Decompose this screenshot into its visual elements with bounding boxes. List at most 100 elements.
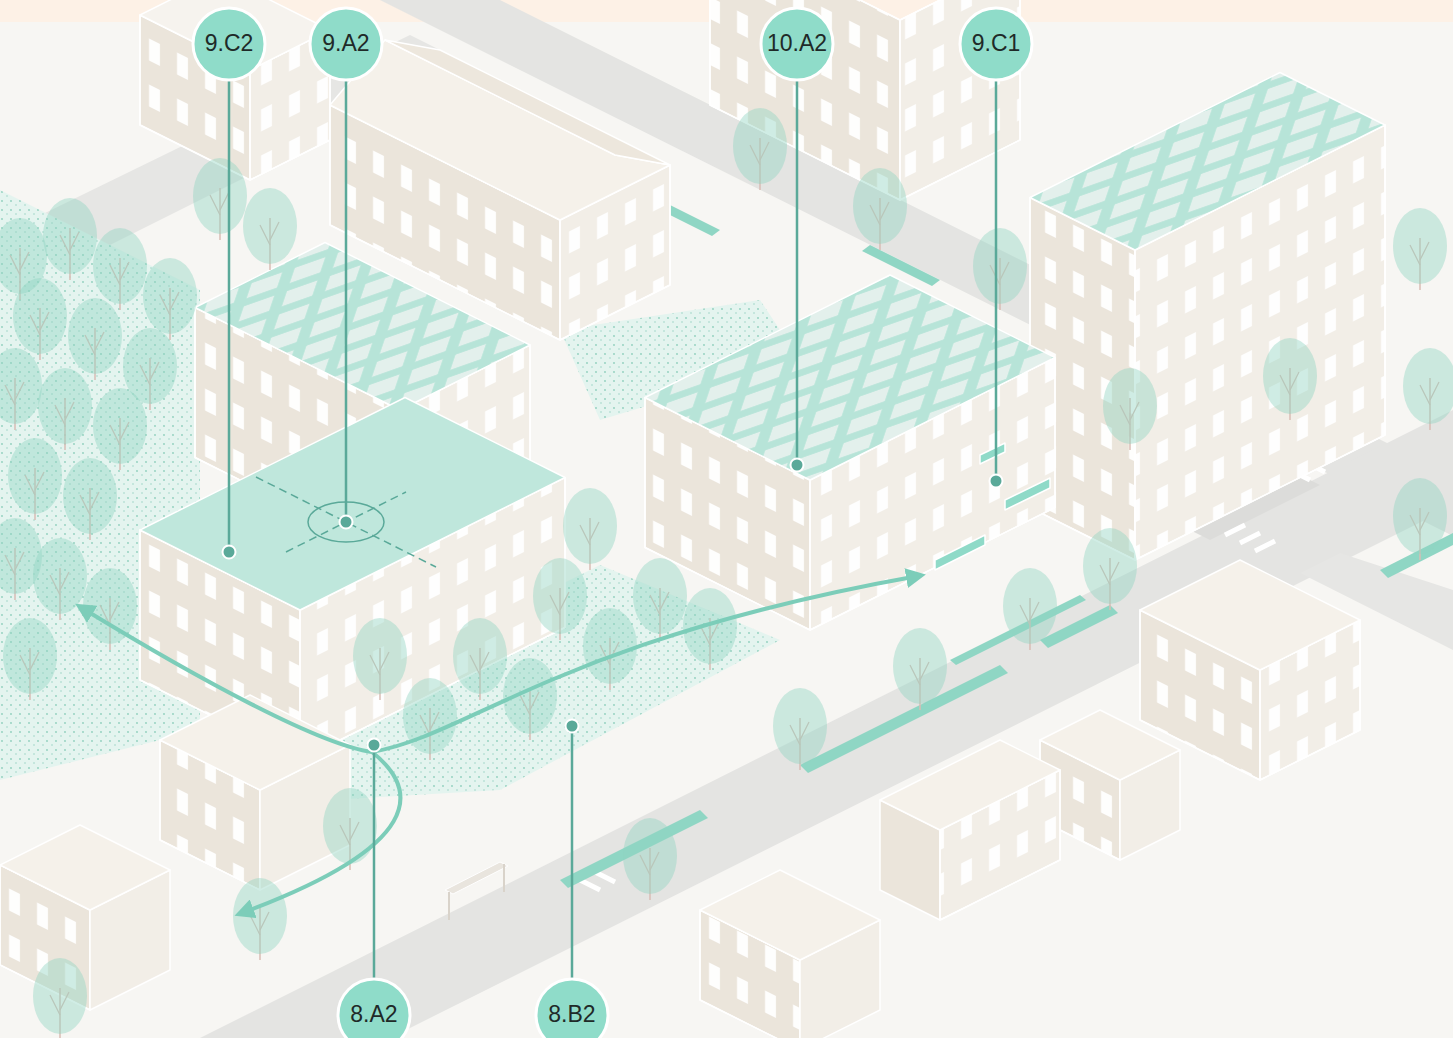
- callout-number: 10.A2: [767, 31, 827, 56]
- building: [140, 0, 330, 180]
- bus-shelter: [445, 862, 508, 920]
- tree: [733, 108, 787, 190]
- leader-line: [373, 745, 376, 978]
- shelter-roof: [445, 862, 508, 894]
- green-roof: [140, 398, 565, 611]
- tree: [533, 558, 587, 640]
- route-arrow: [242, 752, 400, 913]
- tree: [1393, 208, 1447, 290]
- callout-number: 8.B2: [548, 1002, 595, 1027]
- callout-number: 9.A2: [322, 31, 369, 56]
- tree: [13, 278, 67, 360]
- crosswalk-stripe: [1240, 533, 1260, 543]
- buildings: [0, 0, 1385, 1038]
- building: [1140, 560, 1360, 780]
- walking-routes: [82, 576, 918, 913]
- callout-circle: 9.C2: [191, 6, 267, 82]
- leader-dot: [791, 459, 804, 472]
- tree: [193, 158, 247, 240]
- balcony-planter: [935, 535, 985, 570]
- callout-number: 8.A2: [350, 1002, 397, 1027]
- leader-dot: [223, 546, 236, 559]
- crosswalk-stripe: [1255, 541, 1275, 551]
- tree: [43, 198, 97, 280]
- tree: [93, 388, 147, 470]
- solar-roof: [195, 243, 530, 411]
- balcony-planter: [1005, 478, 1050, 510]
- tree: [323, 788, 377, 870]
- crosswalk-stripe: [595, 872, 615, 882]
- tree: [1003, 568, 1057, 650]
- tree: [1083, 528, 1137, 610]
- leader-lines: [229, 80, 996, 978]
- roof: [385, 40, 670, 165]
- tree: [33, 958, 87, 1038]
- shelter-post: [503, 864, 505, 892]
- tree: [143, 258, 197, 340]
- tree: [353, 618, 407, 700]
- balcony-planter: [980, 443, 1005, 464]
- crosswalk-stripe: [580, 880, 600, 890]
- tree: [33, 538, 87, 620]
- tree: [68, 298, 122, 380]
- leader-line: [995, 80, 998, 481]
- callout-number: 9.C2: [205, 31, 254, 56]
- tree: [623, 818, 677, 900]
- tree: [8, 438, 62, 520]
- callout-fill: [310, 8, 382, 80]
- tree: [63, 458, 117, 540]
- solar-roof: [645, 275, 1055, 480]
- tree: [38, 368, 92, 450]
- callout-number: 9.C1: [972, 31, 1021, 56]
- tree: [1393, 478, 1447, 560]
- callout-circle: 10.A2: [759, 6, 835, 82]
- route-arrow: [82, 576, 918, 752]
- callout-circle: 8.B2: [534, 977, 610, 1038]
- callout-fill: [193, 8, 265, 80]
- tree: [3, 618, 57, 700]
- leader-dots: [223, 459, 1003, 752]
- roof: [0, 825, 170, 910]
- trees: [0, 108, 1453, 1038]
- tree: [243, 188, 297, 270]
- tree: [93, 228, 147, 310]
- roof: [880, 740, 1060, 830]
- tree: [1403, 348, 1453, 430]
- tree: [0, 348, 42, 430]
- house: [700, 870, 880, 1038]
- roof: [160, 695, 350, 790]
- house: [1040, 710, 1180, 860]
- house: [880, 740, 1060, 920]
- callout-fill: [761, 8, 833, 80]
- callout-fill: [338, 979, 410, 1038]
- tree: [1103, 368, 1157, 450]
- tree: [453, 618, 507, 700]
- leader-line: [571, 726, 574, 978]
- callout-circle: 9.C1: [958, 6, 1034, 82]
- building: [645, 275, 1055, 630]
- tree: [233, 878, 287, 960]
- crosswalk-stripe: [1225, 525, 1245, 535]
- leader-dot: [368, 739, 381, 752]
- tree: [773, 688, 827, 770]
- house: [160, 695, 350, 890]
- tree: [853, 168, 907, 250]
- leader-dot: [340, 516, 353, 529]
- tree: [893, 628, 947, 710]
- roof: [1140, 560, 1360, 670]
- leader-dot: [990, 475, 1003, 488]
- tree: [563, 488, 617, 570]
- roof: [330, 40, 670, 220]
- leader-line: [796, 80, 799, 465]
- tree: [403, 678, 457, 760]
- leader-line: [345, 80, 348, 522]
- callout-circle: 9.A2: [308, 6, 384, 82]
- shelter-post: [448, 892, 450, 920]
- building: [1030, 73, 1385, 561]
- tree: [633, 558, 687, 640]
- roof: [700, 870, 880, 960]
- callout-fill: [960, 8, 1032, 80]
